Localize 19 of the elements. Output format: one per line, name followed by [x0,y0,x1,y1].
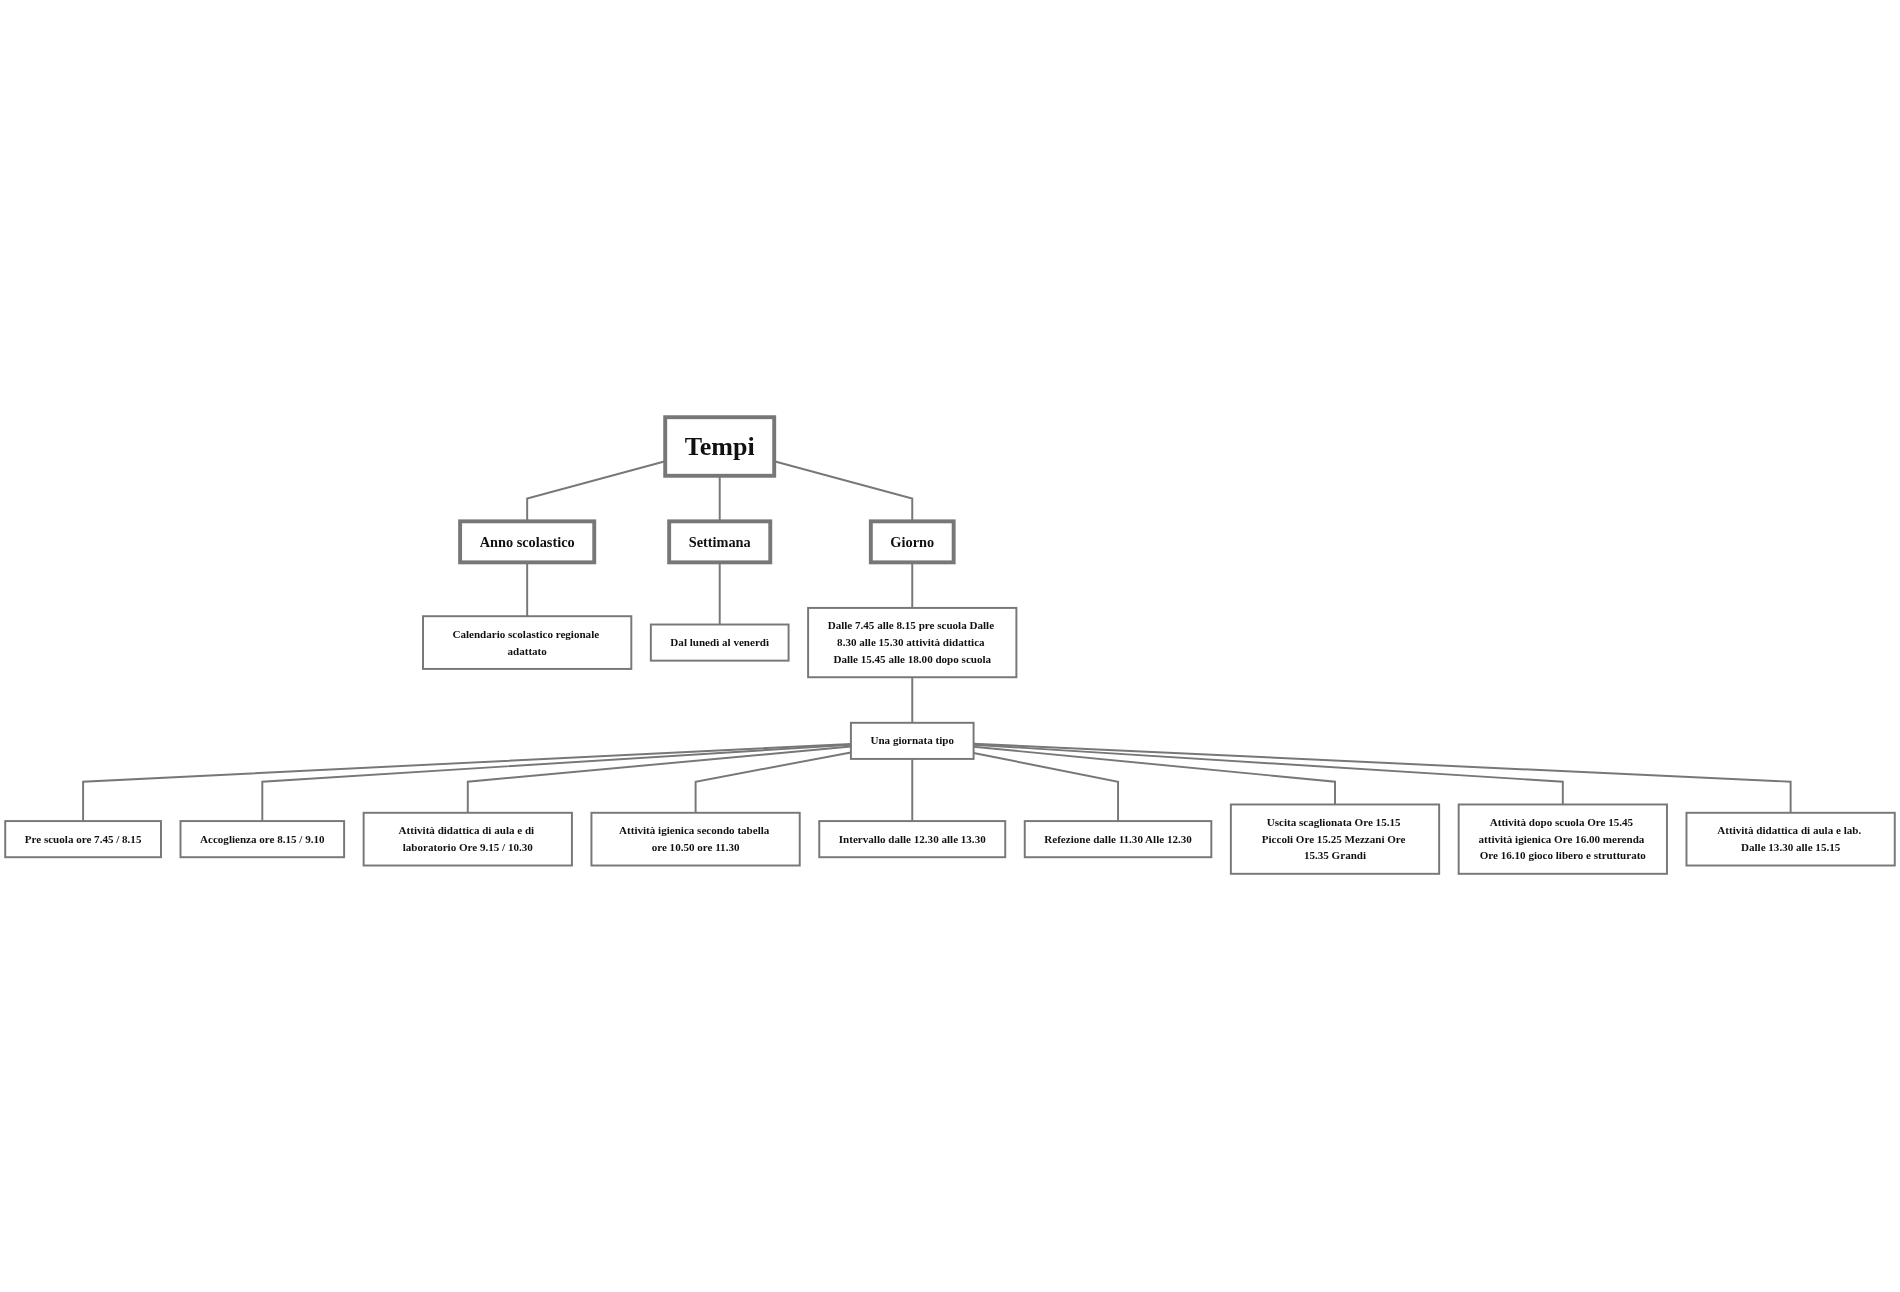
node-box: Intervallo dalle 12.30 alle 13.30 [818,820,1007,859]
node-box: Una giornata tipo [849,722,975,761]
node-box: Giorno [868,519,956,565]
node-box: Pre scuola ore 7.45 / 8.15 [4,820,162,859]
node-box: Refezione dalle 11.30 Alle 12.30 [1023,820,1213,859]
node-box: Attività didattica di aula e lab. Dalle 13.30 alle 15.15 [1685,812,1896,867]
node-box: Calendario scolastico regionale adattato [422,615,633,671]
node-box: Attività didattica di aula e di laboratorio Ore 9.15 / 10.30 [362,812,573,867]
connector [911,676,914,725]
node-box: Dal lunedì al venerdì [649,624,790,663]
connector [911,758,914,823]
node-box: Anno scolastico [458,519,597,565]
node-box: Attività dopo scuola Ore 15.45 attività igienica Ore 16.00 merenda Ore 16.10 gioco libero e strutturato [1457,804,1668,876]
node-box: Uscita scaglionata Ore 15.15 Piccoli Ore 15.25 Mezzani Ore 15.35 Grandi [1229,804,1441,876]
node-box: Settimana [667,519,773,565]
node-box: Dalle 7.45 alle 8.15 pre scuola Dalle 8.30 alle 15.30 attività didattica Dalle 15.45 alle 18.00 dopo scuola [807,607,1018,679]
node-box: Attività igienica secondo tabella ore 10.50 ore 11.30 [590,812,801,867]
node-box: Tempi [663,415,777,479]
node-box: Accoglienza ore 8.15 / 9.10 [179,820,346,859]
